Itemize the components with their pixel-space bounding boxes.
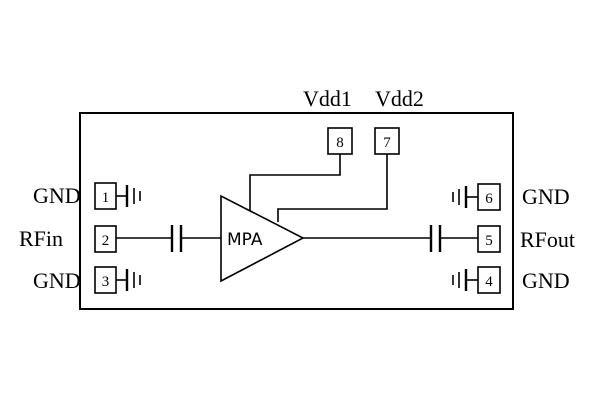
pin-8-number: 8 <box>336 135 344 151</box>
pin-5-box <box>477 225 501 253</box>
pin-3-name: GND <box>33 268 81 293</box>
pin-4-number: 4 <box>485 274 493 290</box>
pin-6-ground-symbol <box>452 186 478 208</box>
pin-1-number: 1 <box>102 190 110 206</box>
pin-4-ground-symbol <box>452 269 478 291</box>
pin-3-number: 3 <box>102 274 110 290</box>
vdd1-bias-line <box>249 154 341 211</box>
pin-1-ground-symbol <box>116 185 141 207</box>
pin-2-name: RFin <box>19 226 63 251</box>
pin-6-number: 6 <box>485 191 493 207</box>
package-outline <box>79 112 514 310</box>
vdd1-label: Vdd1 <box>303 86 352 111</box>
amplifier-label: MPA <box>227 230 263 250</box>
pin-2-box <box>94 225 117 253</box>
pin-4-name: GND <box>522 268 570 293</box>
pin-3-ground-symbol <box>116 269 141 291</box>
pin-1-name: GND <box>33 183 81 208</box>
input-dc-block-capacitor <box>116 225 221 252</box>
output-dc-block-capacitor <box>303 225 478 252</box>
vdd2-label: Vdd2 <box>375 86 424 111</box>
vdd2-bias-line <box>277 154 388 222</box>
pin-2-number: 2 <box>102 233 110 249</box>
pin-6-name: GND <box>522 184 570 209</box>
pin-7-number: 7 <box>383 135 391 151</box>
pin-5-number: 5 <box>485 233 493 249</box>
pin-5-name: RFout <box>520 227 575 252</box>
